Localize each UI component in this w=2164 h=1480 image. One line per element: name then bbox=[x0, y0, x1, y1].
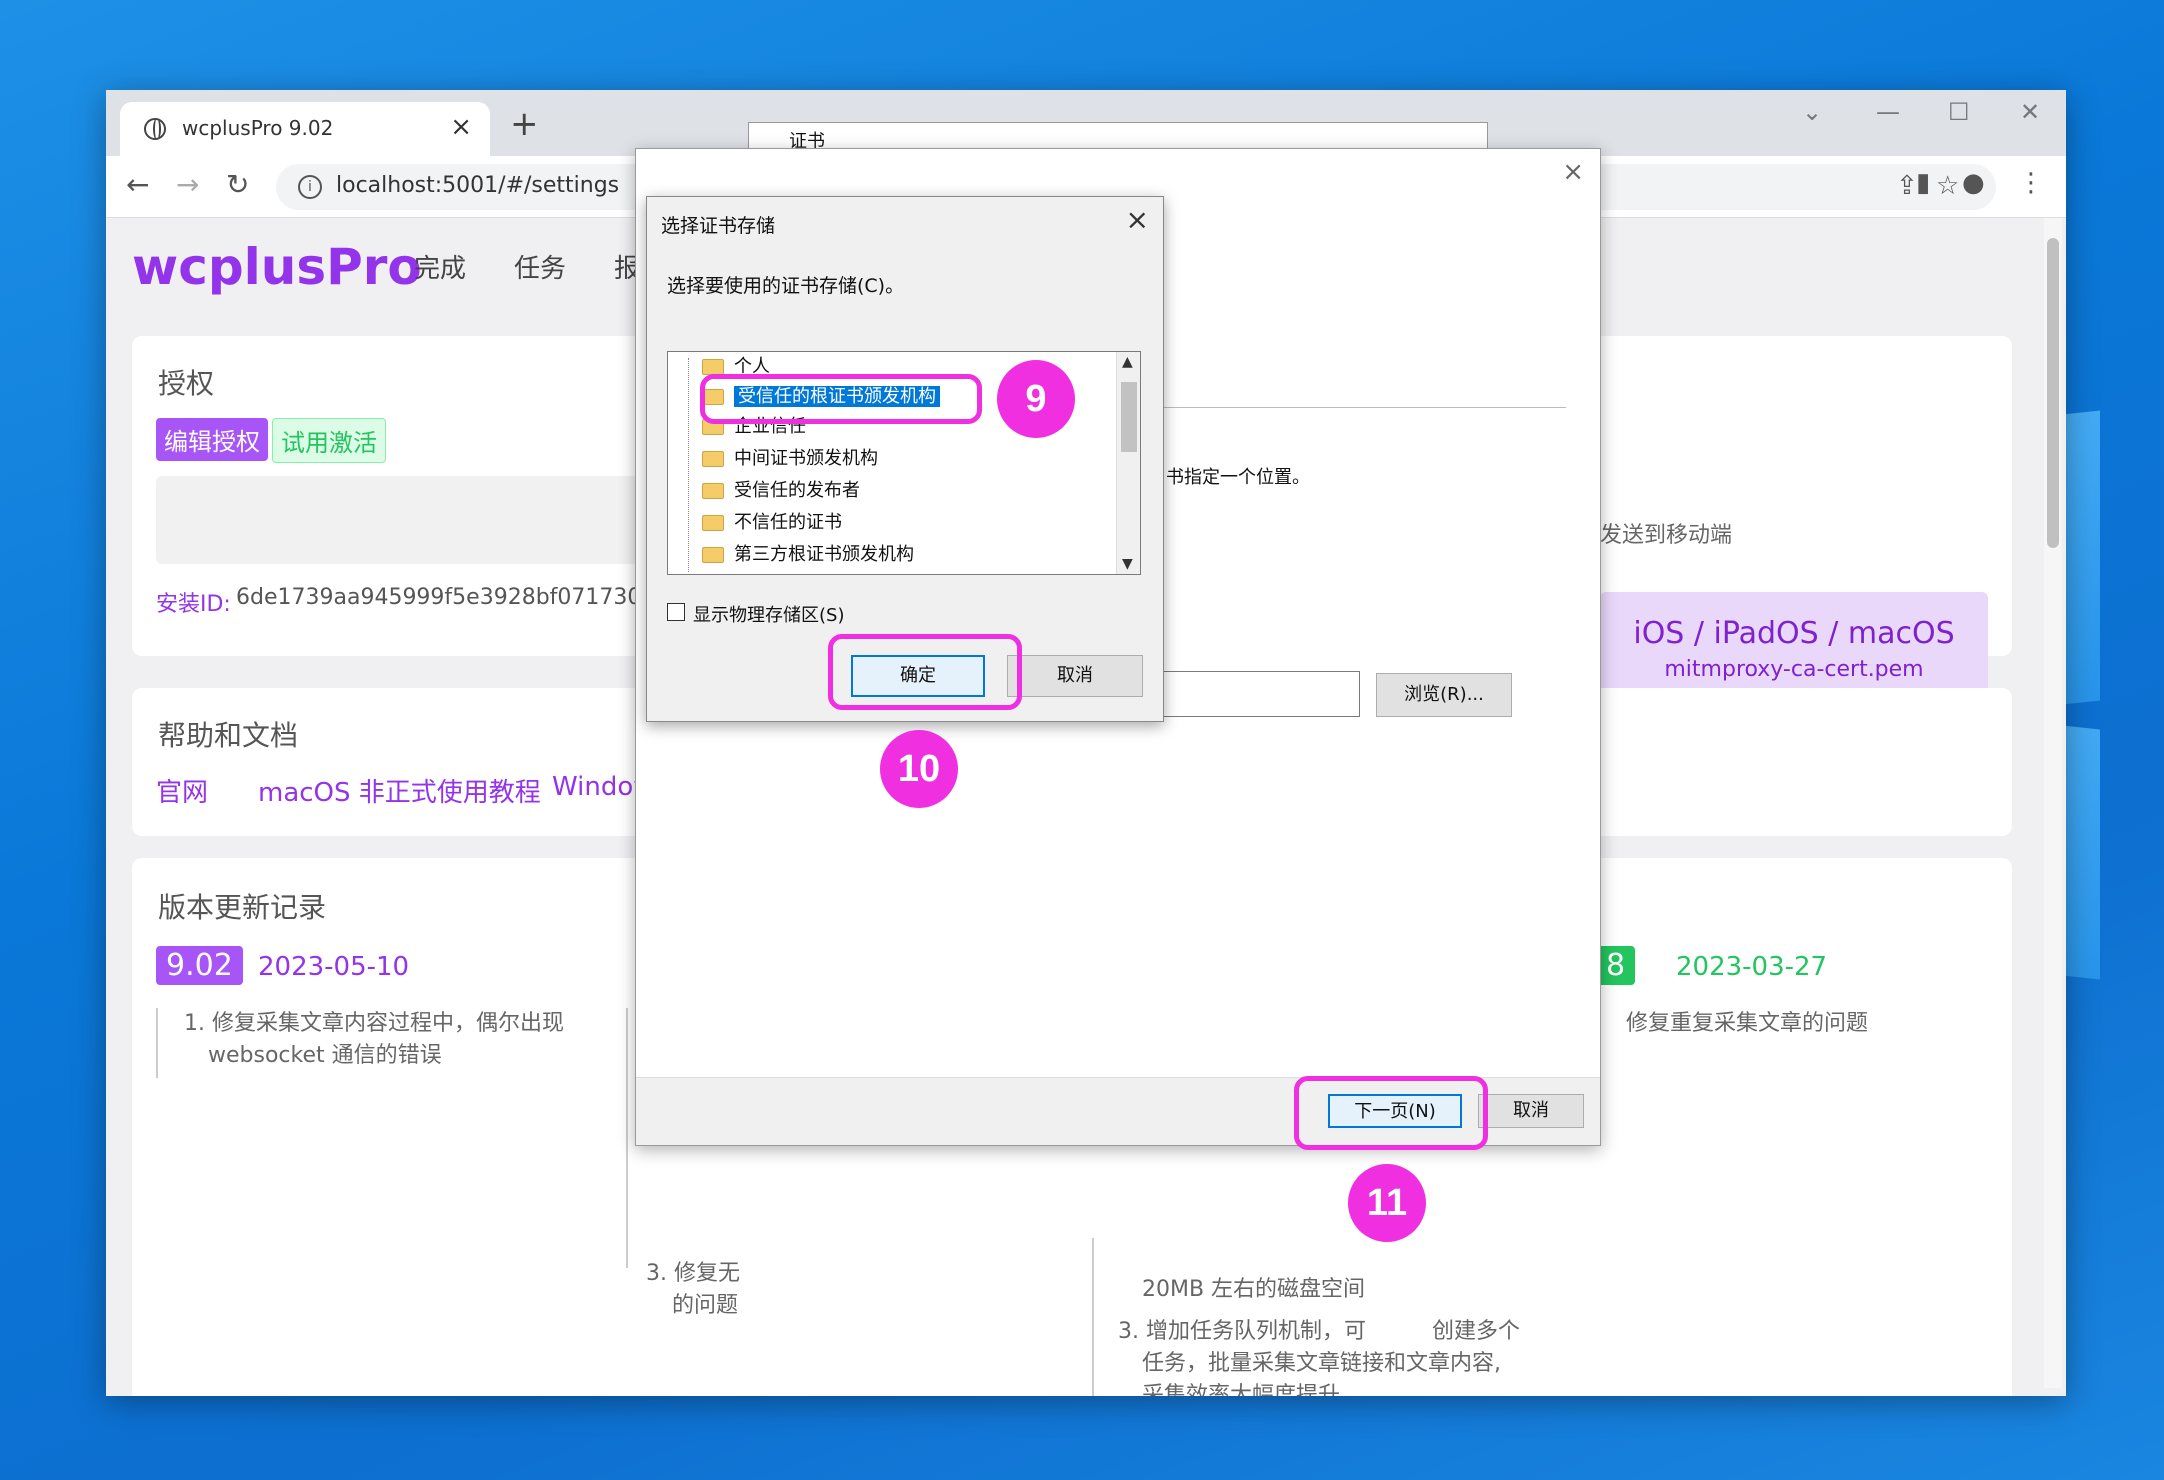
scroll-up-icon[interactable]: ▲ bbox=[1122, 354, 1133, 370]
globe-icon bbox=[144, 118, 166, 140]
highlight-next-button bbox=[1294, 1076, 1488, 1150]
changelog-item-902-line1: 1. 修复采集文章内容过程中，偶尔出现 bbox=[184, 1011, 564, 1036]
folder-icon bbox=[702, 359, 724, 375]
step-marker-10: 10 bbox=[880, 730, 958, 808]
menu-kebab-icon[interactable]: ⋮ bbox=[2018, 168, 2044, 198]
browser-tab[interactable]: wcplusPro 9.02 × bbox=[120, 102, 490, 156]
sidepanel-icon[interactable]: ▮ bbox=[1916, 168, 1931, 198]
minimize-button[interactable]: — bbox=[1876, 98, 1900, 126]
tab-title: wcplusPro 9.02 bbox=[182, 116, 334, 140]
info-icon[interactable]: i bbox=[298, 175, 322, 199]
changelog-v3-line4: 采集效率大幅度提升 bbox=[1142, 1383, 1341, 1396]
store-cancel-button[interactable]: 取消 bbox=[1007, 655, 1143, 697]
step-marker-9: 9 bbox=[997, 360, 1075, 438]
send-mobile-label: 发送到移动端 bbox=[1600, 523, 1733, 548]
version-date-8: 2023-03-27 bbox=[1676, 952, 1828, 982]
changelog-item-8: 修复重复采集文章的问题 bbox=[1626, 1011, 1869, 1036]
wizard-footer: 下一页(N) 取消 bbox=[636, 1077, 1600, 1145]
auth-title: 授权 bbox=[158, 367, 215, 400]
tree-scrollbar[interactable]: ▲ ▼ bbox=[1116, 352, 1140, 574]
ios-platforms: iOS / iPadOS / macOS bbox=[1633, 616, 1955, 651]
tree-item-personal[interactable]: 个人 bbox=[702, 354, 770, 380]
tree-item-third-party-root[interactable]: 第三方根证书颁发机构 bbox=[702, 542, 914, 568]
link-macos-tutorial[interactable]: macOS 非正式使用教程 bbox=[258, 778, 541, 808]
reload-icon[interactable]: ↻ bbox=[226, 168, 250, 201]
install-id-label: 安装ID: bbox=[156, 592, 231, 617]
folder-icon bbox=[702, 451, 724, 467]
folder-icon bbox=[702, 547, 724, 563]
store-path-field[interactable] bbox=[1156, 671, 1360, 717]
highlight-trusted-root bbox=[700, 374, 982, 424]
folder-icon bbox=[702, 515, 724, 531]
share-icon[interactable]: ⇪ bbox=[1896, 171, 1918, 201]
highlight-ok-button bbox=[828, 634, 1022, 710]
maximize-button[interactable]: ☐ bbox=[1948, 98, 1970, 126]
wizard-cancel-button[interactable]: 取消 bbox=[1478, 1094, 1584, 1128]
changelog-v3-line2b: 创建多个 bbox=[1432, 1319, 1521, 1344]
certificate-dialog-title: 证书 bbox=[789, 131, 825, 152]
changelog-divider-3 bbox=[1092, 1238, 1094, 1396]
new-tab-button[interactable]: + bbox=[510, 104, 539, 144]
version-badge-8: 8 bbox=[1596, 946, 1636, 985]
back-icon[interactable]: ← bbox=[126, 168, 150, 201]
show-physical-checkbox[interactable] bbox=[667, 603, 685, 621]
page-scrollbar-thumb[interactable] bbox=[2047, 238, 2059, 548]
help-title: 帮助和文档 bbox=[158, 719, 299, 752]
trial-activate-button[interactable]: 试用激活 bbox=[272, 418, 386, 463]
changelog-divider bbox=[156, 1008, 158, 1078]
menu-item-done[interactable]: 完成 bbox=[414, 254, 467, 284]
page-scrollbar[interactable] bbox=[2044, 218, 2062, 1388]
link-official-site[interactable]: 官网 bbox=[156, 778, 209, 808]
version-date-902: 2023-05-10 bbox=[258, 952, 410, 982]
wizard-text-fragment: 书指定一个位置。 bbox=[1166, 467, 1310, 488]
ok-button[interactable]: 确定 bbox=[851, 655, 985, 697]
store-dialog-prompt: 选择要使用的证书存储(C)。 bbox=[667, 275, 905, 297]
changelog-item-902-line2: websocket 通信的错误 bbox=[208, 1043, 442, 1068]
tree-scroll-thumb[interactable] bbox=[1121, 382, 1137, 452]
tab-search-icon[interactable]: ⌄ bbox=[1802, 98, 1823, 126]
wizard-close-icon[interactable]: × bbox=[1562, 157, 1584, 187]
ios-cert-file: mitmproxy-ca-cert.pem bbox=[1664, 657, 1924, 682]
browse-button[interactable]: 浏览(R)... bbox=[1376, 673, 1512, 717]
changelog-v3-line1: 20MB 左右的磁盘空间 bbox=[1142, 1277, 1366, 1302]
tree-item-trusted-root[interactable]: 受信任的根证书颁发机构 bbox=[702, 384, 940, 410]
app-logo: wcplusPro bbox=[132, 238, 422, 296]
menu-item-tasks[interactable]: 任务 bbox=[514, 254, 567, 284]
edit-auth-button[interactable]: 编辑授权 bbox=[156, 418, 268, 461]
tab-close-icon[interactable]: × bbox=[450, 112, 472, 142]
profile-icon[interactable]: ● bbox=[1962, 168, 1985, 198]
version-badge-902: 9.02 bbox=[156, 946, 243, 985]
url-text: localhost:5001/#/settings bbox=[336, 173, 620, 198]
changelog-item-v2: 3. 修复无 bbox=[646, 1261, 740, 1286]
scroll-down-icon[interactable]: ▼ bbox=[1122, 556, 1133, 572]
changelog-v3-line2: 3. 增加任务队列机制，可 bbox=[1118, 1319, 1366, 1344]
install-id-value: 6de1739aa945999f5e3928bf07173032 bbox=[236, 585, 670, 610]
tree-item-untrusted[interactable]: 不信任的证书 bbox=[702, 510, 842, 536]
folder-icon bbox=[702, 483, 724, 499]
show-physical-label: 显示物理存储区(S) bbox=[693, 605, 845, 626]
star-icon[interactable]: ☆ bbox=[1936, 171, 1960, 201]
auth-input-area[interactable] bbox=[156, 476, 716, 564]
changelog-item-v2-line2: 的问题 bbox=[672, 1293, 739, 1318]
store-dialog-title: 选择证书存储 bbox=[661, 215, 776, 237]
close-window-button[interactable]: ✕ bbox=[2020, 98, 2041, 126]
store-dialog-close-icon[interactable]: × bbox=[1125, 203, 1149, 236]
step-marker-11: 11 bbox=[1348, 1164, 1426, 1242]
next-page-button[interactable]: 下一页(N) bbox=[1328, 1094, 1462, 1128]
tree-item-trusted-publishers[interactable]: 受信任的发布者 bbox=[702, 478, 860, 504]
changelog-divider-2 bbox=[626, 1008, 628, 1268]
tree-guide-line bbox=[688, 358, 689, 572]
wizard-separator bbox=[1156, 407, 1566, 408]
forward-icon[interactable]: → bbox=[176, 168, 200, 201]
changelog-title: 版本更新记录 bbox=[158, 891, 327, 924]
tree-item-intermediate[interactable]: 中间证书颁发机构 bbox=[702, 446, 878, 472]
changelog-v3-line3: 任务，批量采集文章链接和文章内容, bbox=[1142, 1351, 1501, 1376]
